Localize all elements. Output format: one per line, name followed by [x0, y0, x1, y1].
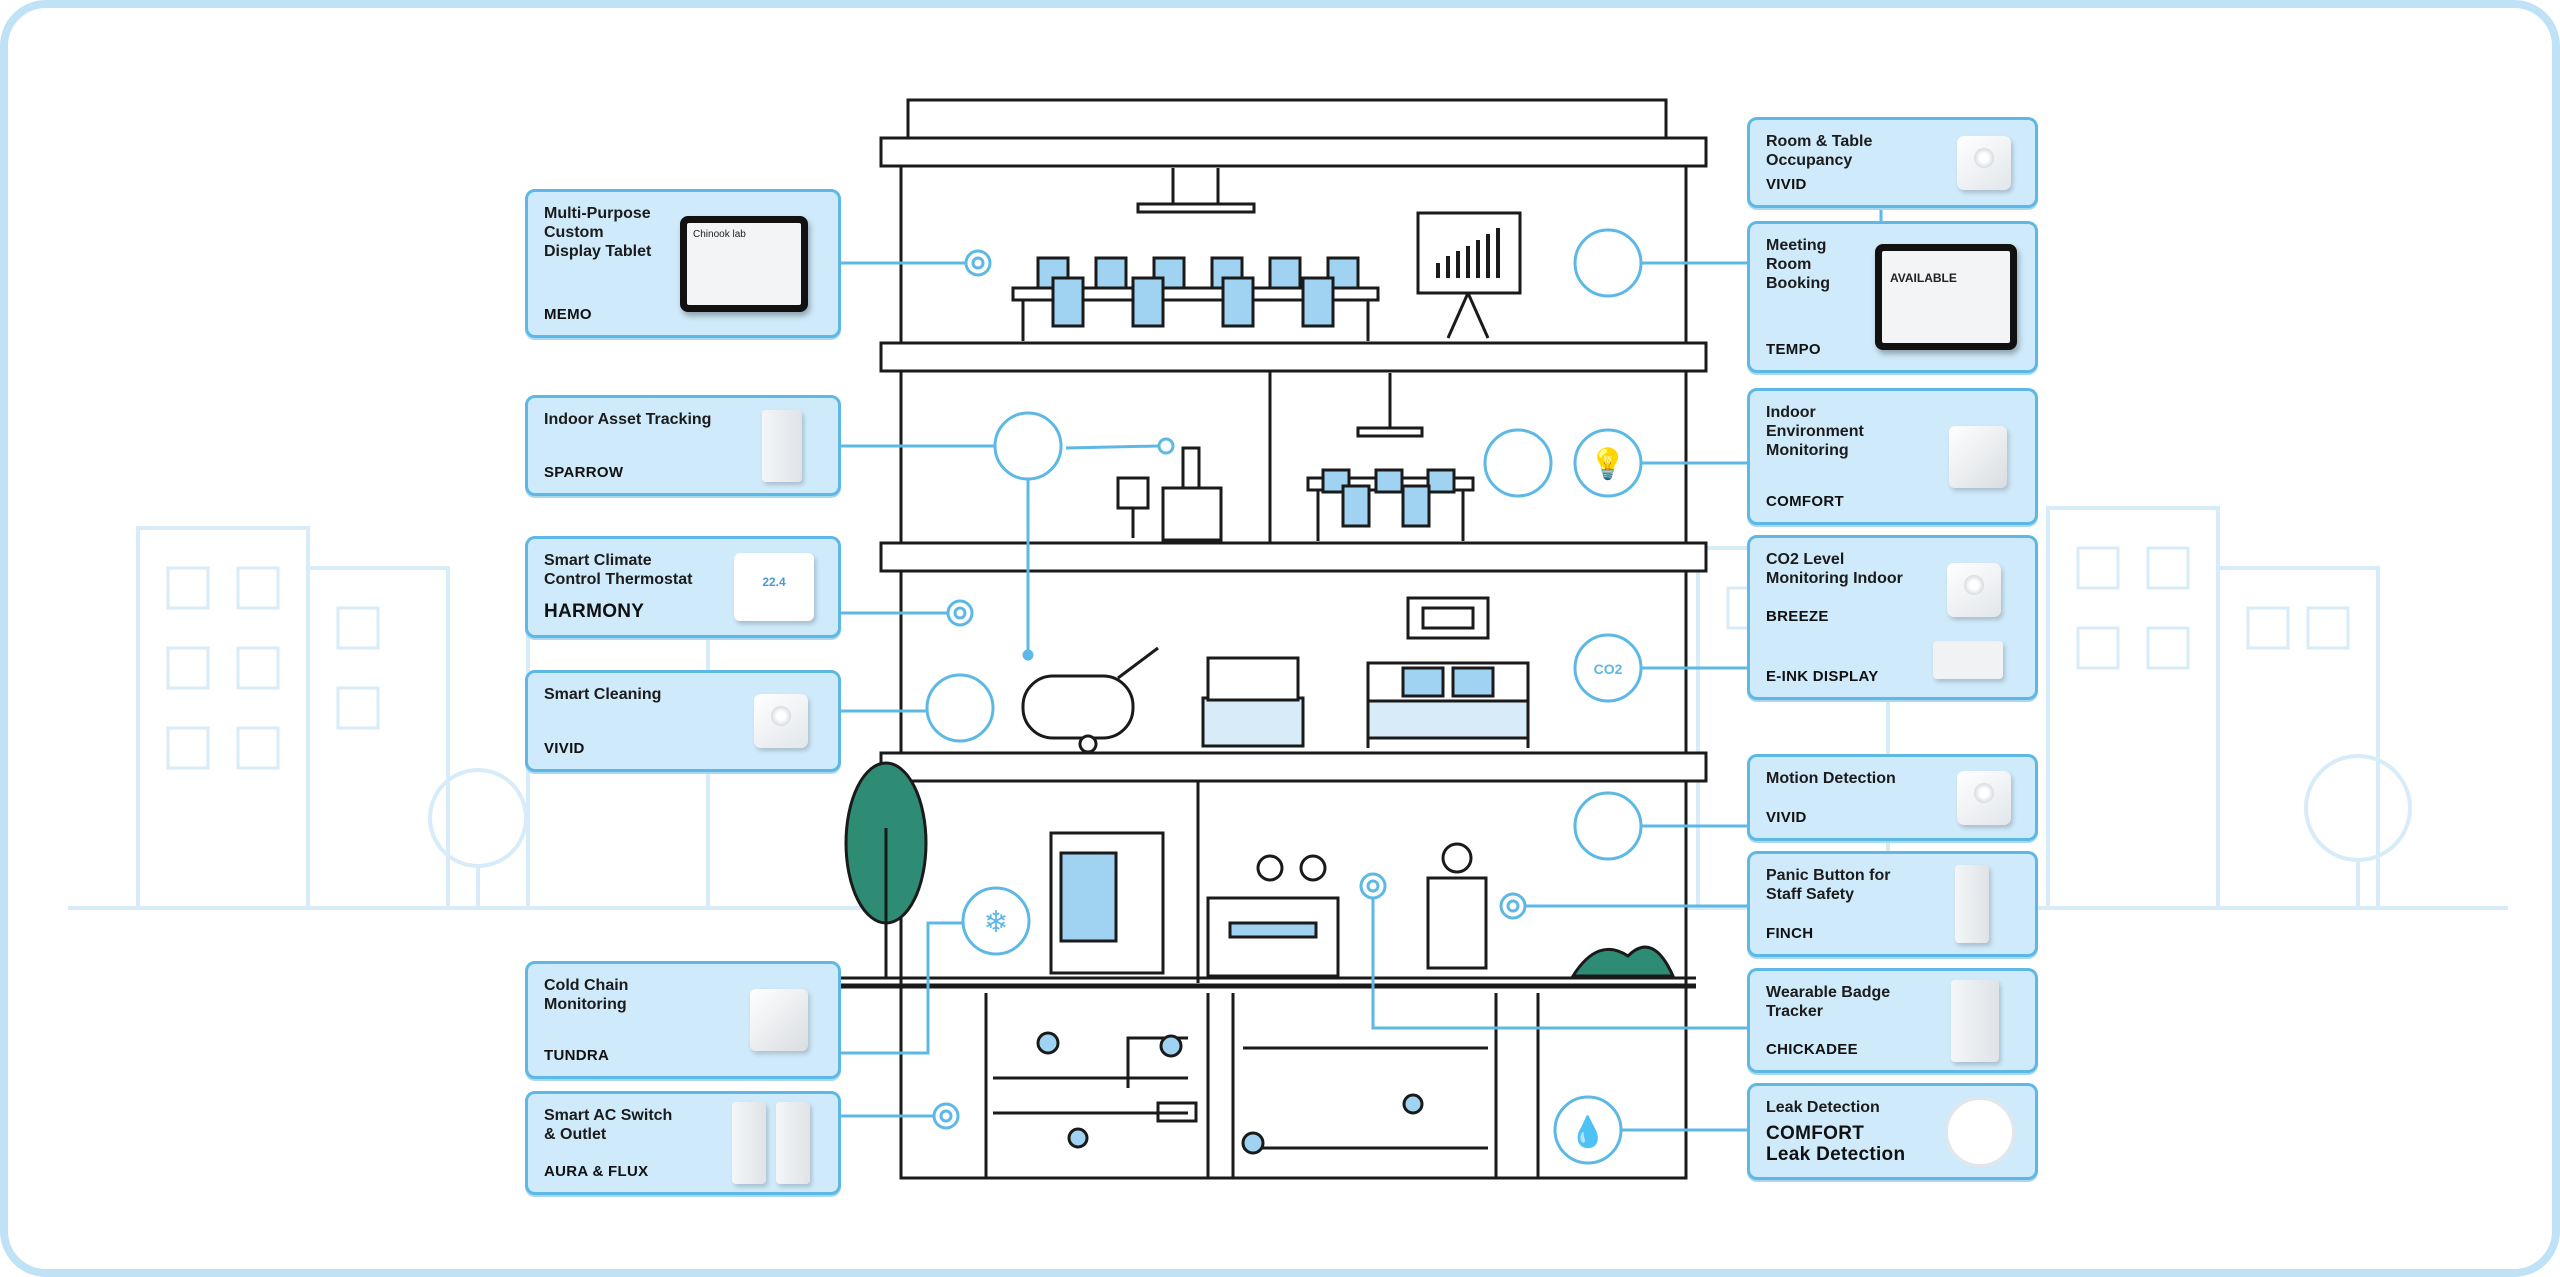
card-label: Smart AC Switch & Outlet	[544, 1107, 673, 1143]
card-label: Multi-Purpose Custom Display Tablet	[544, 205, 652, 260]
co2-cloud-icon	[1573, 633, 1643, 703]
card-brand: VIVID	[1766, 809, 1807, 826]
card-label: Indoor Asset Tracking	[544, 411, 712, 428]
svg-text:CO2: CO2	[1594, 661, 1623, 677]
svg-text:💧: 💧	[1569, 1114, 1606, 1150]
tag-icon	[762, 409, 802, 482]
tablet-screen: AVAILABLE	[1882, 251, 2010, 343]
thermostat-icon: 22.4	[734, 553, 814, 621]
card-room-table-occupancy[interactable]: Room & Table Occupancy VIVID	[1747, 117, 2038, 208]
building-illustration: ❄ 💡 💧 CO2	[68, 98, 2508, 1180]
sensor-icon	[754, 694, 808, 748]
card-label: Motion Detection	[1766, 770, 1896, 787]
eink-display-icon	[1933, 641, 2003, 679]
card-smart-ac-switch-outlet[interactable]: Smart AC Switch & Outlet AURA & FLUX	[525, 1091, 841, 1195]
card-label: Indoor Environment Monitoring	[1766, 404, 1864, 459]
cube-icon	[1949, 425, 2007, 488]
tablet-icon: Chinook lab	[680, 215, 808, 312]
hotel-floor	[1021, 596, 1530, 754]
card-brand: BREEZE	[1766, 608, 1829, 625]
card-brand: VIVID	[544, 740, 585, 757]
tablet-screen-text: Chinook lab	[693, 228, 746, 240]
thermometer-icon	[1483, 428, 1553, 498]
lobby-floor	[844, 761, 1676, 978]
motion-person-icon	[1573, 791, 1643, 861]
icon-badges	[925, 228, 1643, 1165]
sensor-icon	[1945, 1096, 2015, 1167]
tag-icon	[1955, 865, 1989, 943]
card-label: Meeting Room Booking	[1766, 237, 1830, 292]
card-label: Panic Button for Staff Safety	[1766, 867, 1891, 903]
card-brand: SPARROW	[544, 464, 624, 481]
connector-dots	[932, 249, 1527, 1130]
switch-icon	[732, 1102, 810, 1184]
card-indoor-environment-monitoring[interactable]: Indoor Environment Monitoring COMFORT	[1747, 388, 2038, 525]
tablet-screen: Chinook lab	[687, 222, 801, 305]
card-panic-button[interactable]: Panic Button for Staff Safety FINCH	[1747, 851, 2038, 957]
card-label: Leak Detection	[1766, 1099, 1880, 1116]
cube-icon	[750, 989, 808, 1051]
card-brand: TUNDRA	[544, 1047, 610, 1064]
card-label: Cold Chain Monitoring	[544, 977, 629, 1013]
card-brand: MEMO	[544, 306, 592, 323]
card-brand: VIVID	[1766, 176, 1807, 193]
tablet-screen-text: AVAILABLE	[1890, 271, 1957, 285]
card-smart-climate-thermostat[interactable]: Smart Climate Control Thermostat HARMONY…	[525, 536, 841, 638]
card-motion-detection[interactable]: Motion Detection VIVID	[1747, 754, 2038, 841]
card-leak-detection[interactable]: Leak Detection COMFORT Leak Detection	[1747, 1083, 2038, 1180]
light-switch-icon	[732, 1102, 766, 1184]
card-brand: COMFORT	[1766, 493, 1844, 510]
card-multi-purpose-display[interactable]: Multi-Purpose Custom Display Tablet MEMO…	[525, 189, 841, 338]
lightbulb-icon	[1573, 428, 1643, 498]
card-brand: HARMONY	[544, 601, 645, 622]
conference-room	[1011, 168, 1522, 341]
card-brand: COMFORT Leak Detection	[1766, 1123, 1906, 1165]
card-label: Wearable Badge Tracker	[1766, 984, 1891, 1020]
svg-text:❄: ❄	[983, 905, 1008, 940]
card-meeting-room-booking[interactable]: Meeting Room Booking TEMPO AVAILABLE	[1747, 221, 2038, 373]
sensor-icon	[1957, 770, 2011, 825]
office-floor	[1116, 373, 1475, 542]
card-brand: TEMPO	[1766, 341, 1821, 358]
card-smart-cleaning[interactable]: Smart Cleaning VIVID	[525, 670, 841, 772]
card-label: CO2 Level Monitoring Indoor	[1766, 551, 1903, 587]
sensor-icon	[1957, 135, 2011, 190]
card-brand-eink: E-INK DISPLAY	[1766, 668, 1879, 685]
tag-icon	[1951, 979, 1999, 1062]
card-cold-chain-monitoring[interactable]: Cold Chain Monitoring TUNDRA	[525, 961, 841, 1079]
tablet-icon: AVAILABLE	[1875, 244, 2017, 350]
svg-text:💡: 💡	[1589, 446, 1626, 482]
card-label: Room & Table Occupancy	[1766, 133, 1873, 169]
power-outlet-icon	[776, 1102, 810, 1184]
sensor-icon	[1947, 563, 2001, 617]
snowflake-icon	[961, 886, 1031, 956]
card-label: Smart Climate Control Thermostat	[544, 552, 693, 588]
leak-drop-icon	[1553, 1095, 1623, 1165]
card-indoor-asset-tracking[interactable]: Indoor Asset Tracking SPARROW	[525, 395, 841, 496]
card-brand: FINCH	[1766, 925, 1814, 942]
card-brand: CHICKADEE	[1766, 1041, 1858, 1058]
connector-lines	[840, 208, 1883, 1132]
thermostat-reading: 22.4	[762, 575, 786, 589]
card-co2-level-monitoring[interactable]: CO2 Level Monitoring Indoor BREEZE E-INK…	[1747, 535, 2038, 700]
card-brand: AURA & FLUX	[544, 1163, 649, 1180]
cleaning-icon	[925, 673, 995, 743]
basement-pipes	[984, 993, 1540, 1178]
asset-map-icon	[993, 411, 1063, 481]
card-label: Smart Cleaning	[544, 686, 662, 703]
card-wearable-badge-tracker[interactable]: Wearable Badge Tracker CHICKADEE	[1747, 968, 2038, 1073]
meeting-booking-icon	[1573, 228, 1643, 298]
